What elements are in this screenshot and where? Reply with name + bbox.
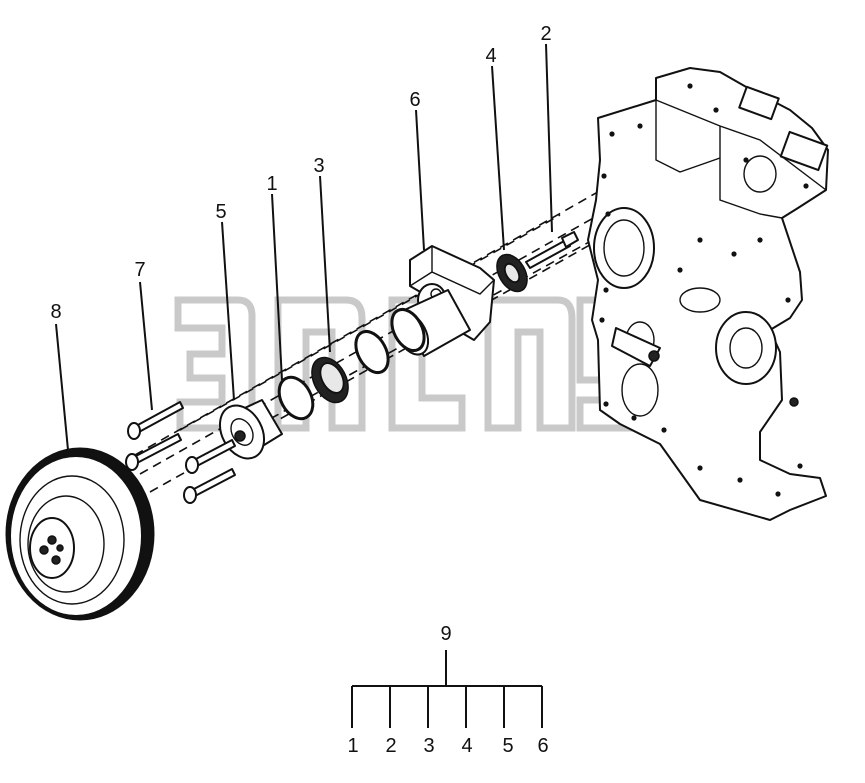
callout-9: 9: [440, 623, 451, 645]
callout-6: 6: [409, 89, 420, 111]
callout-1: 1: [266, 173, 277, 195]
part-5-hub: [218, 399, 283, 460]
engine-front-cover: [587, 67, 829, 521]
part-3-o-rings: [354, 307, 426, 375]
kit-item-6: 6: [537, 735, 548, 757]
kit-tree: 9 1 2 3 4 5 6: [347, 623, 548, 757]
callout-numbers: 2 4 6 3 1 5 7 8: [50, 23, 551, 323]
kit-item-3: 3: [423, 735, 434, 757]
part-7-bolts: [125, 401, 236, 504]
part-4-seal-washer: [496, 253, 528, 293]
callout-4: 4: [485, 45, 496, 67]
kit-item-4: 4: [461, 735, 472, 757]
part-8-pulley: [5, 447, 155, 621]
callout-2: 2: [540, 23, 551, 45]
kit-item-2: 2: [385, 735, 396, 757]
kit-item-1: 1: [347, 735, 358, 757]
part-2-long-bolt: [525, 231, 579, 269]
callout-3: 3: [313, 155, 324, 177]
callout-5: 5: [215, 201, 226, 223]
callout-leaders: [55, 43, 553, 451]
callout-7: 7: [134, 259, 145, 281]
part-1-seal: [277, 356, 349, 421]
callout-8: 8: [50, 301, 61, 323]
kit-item-5: 5: [502, 735, 513, 757]
